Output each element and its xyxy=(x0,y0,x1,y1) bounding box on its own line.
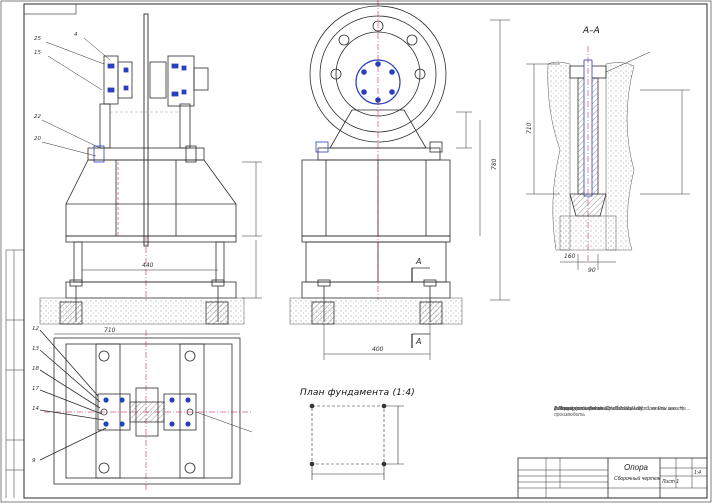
note-line: распорку/ряд: фаланных обогащения; толка… xyxy=(554,406,691,412)
callout-number: 4 xyxy=(74,32,78,38)
section-markers: А А xyxy=(415,257,421,346)
title-block-scale: 1:4 xyxy=(694,470,701,476)
note-line: 1 Материал изделия ... xyxy=(554,406,609,412)
front-callouts xyxy=(41,37,111,157)
callout-number: 13 xyxy=(32,346,39,352)
dim-label: 160 xyxy=(564,253,576,260)
note-line: фальцы. xyxy=(554,406,575,412)
callout-number: 25 xyxy=(34,36,41,42)
dim-label: 90 xyxy=(588,267,596,274)
section-title: А–А xyxy=(583,26,600,36)
callout-numbers: 25 15 4 22 20 12 13 18 17 14 9 xyxy=(32,32,78,464)
dim-label: 710 xyxy=(104,327,116,334)
callout-number: 14 xyxy=(32,406,39,412)
foundation-plan xyxy=(309,403,404,480)
title-block-subtitle: Сборочный чертеж xyxy=(614,476,661,482)
callout-number: 18 xyxy=(32,366,39,372)
side-view xyxy=(289,0,510,360)
dim-label: 400 xyxy=(372,346,384,353)
dimension-labels: 440 400 710 160 90 xyxy=(104,253,596,353)
callout-number: 20 xyxy=(34,136,41,142)
title-block-sheet: Лист 1 xyxy=(662,479,680,485)
foundation-plan-title: План фундамента (1:4) xyxy=(300,388,415,398)
callout-number: 12 xyxy=(32,326,39,332)
callout-number: 15 xyxy=(34,50,41,56)
dim-label: 780 xyxy=(491,158,498,170)
note-line: 2 Перед установкой обработать коуз 1 на … xyxy=(554,406,686,418)
dim-label: 710 xyxy=(526,122,533,134)
callout-number: 22 xyxy=(34,114,41,120)
title-block xyxy=(517,457,708,499)
vertical-dims: 780 710 xyxy=(491,122,533,170)
title-block-name: Опора xyxy=(624,463,648,472)
front-view xyxy=(39,13,262,325)
callout-number: 9 xyxy=(32,458,36,464)
note-line: 3 Рельсонтом 1:4 по СНиП 2.01.11.99 xyxy=(554,406,643,412)
dim-label: 440 xyxy=(142,262,154,269)
section-marker-bottom: А xyxy=(415,337,421,346)
section-marker-top: А xyxy=(415,257,421,266)
section-view xyxy=(526,46,690,270)
plan-view xyxy=(39,329,253,490)
callout-number: 17 xyxy=(32,386,39,392)
